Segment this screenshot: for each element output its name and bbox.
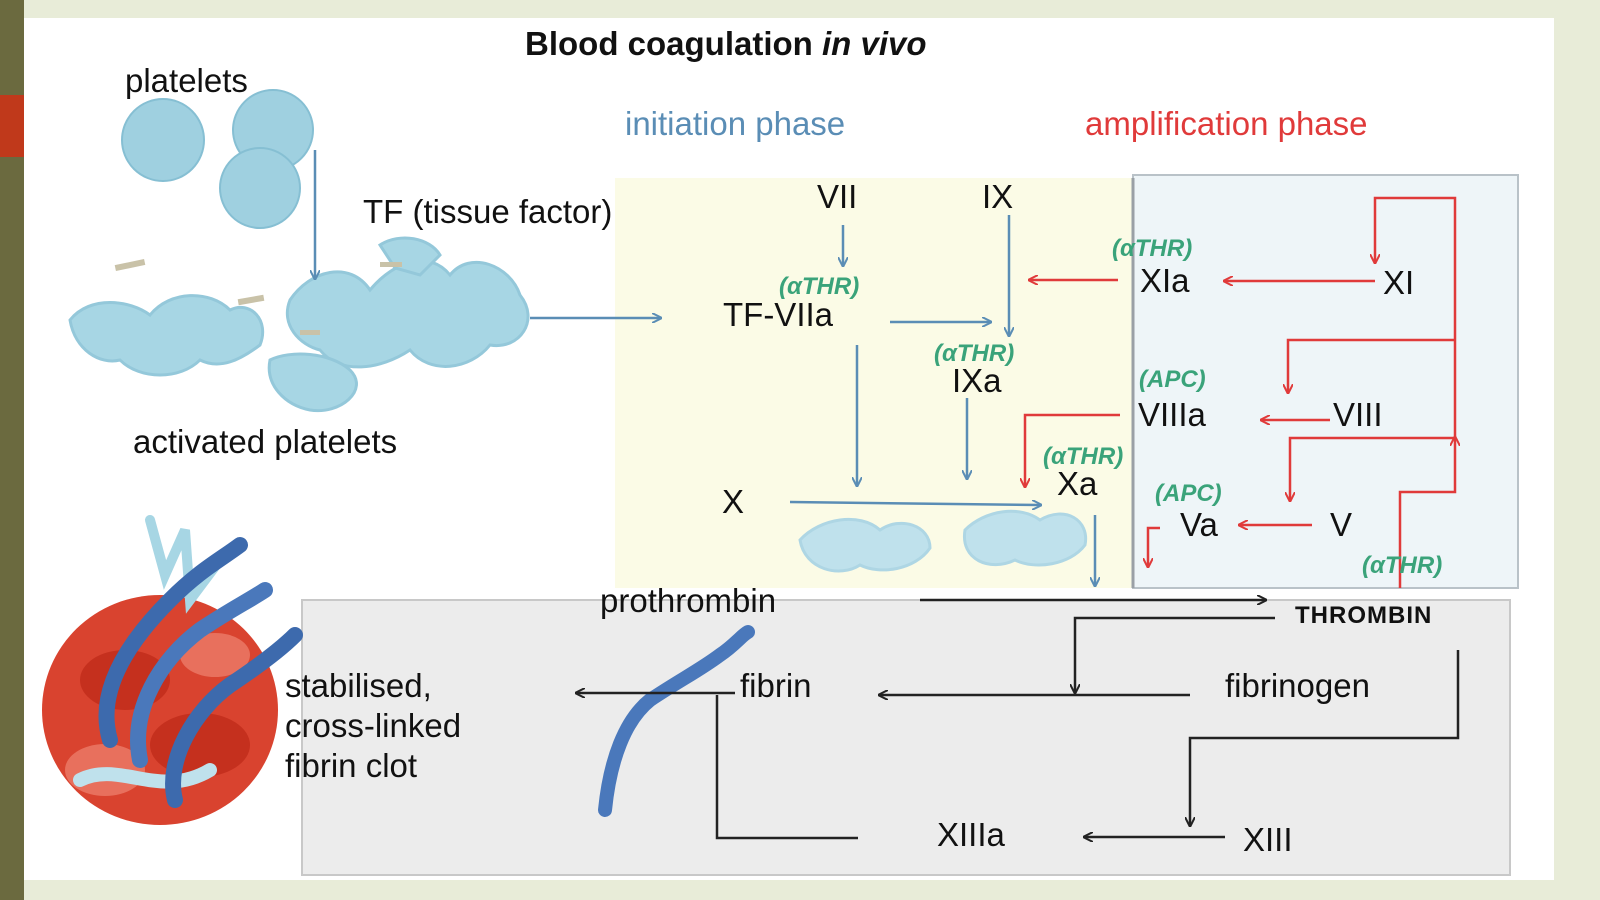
cofactor-apc-viiia: (APC) — [1139, 366, 1206, 393]
cofactor-athr-ixa: (αTHR) — [934, 340, 1015, 367]
factor-xi-label: XI — [1383, 264, 1415, 301]
slide-left-accent — [0, 95, 28, 157]
tissue-factor-label: TF (tissue factor) — [363, 193, 613, 230]
fibrin-label: fibrin — [740, 667, 812, 704]
factor-xiiia-label: XIIIa — [937, 816, 1005, 853]
activated-platelets-illustration — [68, 236, 530, 413]
cofactor-athr-xa: (αTHR) — [1043, 443, 1124, 470]
initiation-phase-label: initiation phase — [625, 105, 846, 142]
diagram-title: Blood coagulation in vivo — [525, 25, 927, 63]
factor-va-label: Va — [1180, 506, 1218, 543]
platelets-illustration — [121, 89, 314, 229]
factor-vii-label: VII — [817, 178, 858, 215]
thrombin-arrows — [577, 600, 1460, 838]
amplification-phase-label: amplification phase — [1085, 105, 1368, 142]
factor-ixa-label: IXa — [952, 362, 1002, 399]
factor-x-label: X — [722, 483, 745, 520]
factor-v-label: V — [1330, 506, 1353, 543]
prothrombin-label: prothrombin — [600, 582, 777, 619]
cofactor-athr-thrombin: (αTHR) — [1362, 552, 1443, 579]
activated-platelets-label: activated platelets — [133, 423, 398, 460]
initiation-arrows — [315, 150, 1095, 585]
factor-ix-label: IX — [982, 178, 1014, 215]
fibrinogen-label: fibrinogen — [1225, 667, 1370, 704]
panel-platelets-illustration — [798, 509, 1088, 573]
activated-platelets-specks — [114, 258, 402, 335]
cofactor-athr-tf-viia: (αTHR) — [779, 273, 860, 300]
cofactor-athr-xia: (αTHR) — [1112, 235, 1193, 262]
title-main: Blood coagulation — [525, 25, 813, 62]
factor-xa-label: Xa — [1057, 465, 1098, 502]
thrombin-label: THROMBIN — [1295, 602, 1433, 629]
factor-xiii-label: XIII — [1243, 821, 1293, 858]
platelets-label: platelets — [125, 62, 248, 99]
factor-viiia-label: VIIIa — [1138, 396, 1206, 433]
factor-viii-label: VIII — [1333, 396, 1383, 433]
cofactor-apc-va: (APC) — [1155, 480, 1222, 507]
amplification-arrows — [1025, 196, 1455, 588]
fibrin-clot-illustration — [42, 515, 303, 825]
title-italic: in vivo — [822, 25, 927, 62]
clot-label-line1: stabilised, — [285, 667, 432, 704]
factor-xia-label: XIa — [1140, 262, 1190, 299]
clot-label-line3: fibrin clot — [285, 747, 418, 784]
tf-viia-label: TF-VIIa — [723, 296, 834, 333]
clot-label-line2: cross-linked — [285, 707, 462, 744]
fibrin-strand-illustration — [598, 625, 755, 817]
